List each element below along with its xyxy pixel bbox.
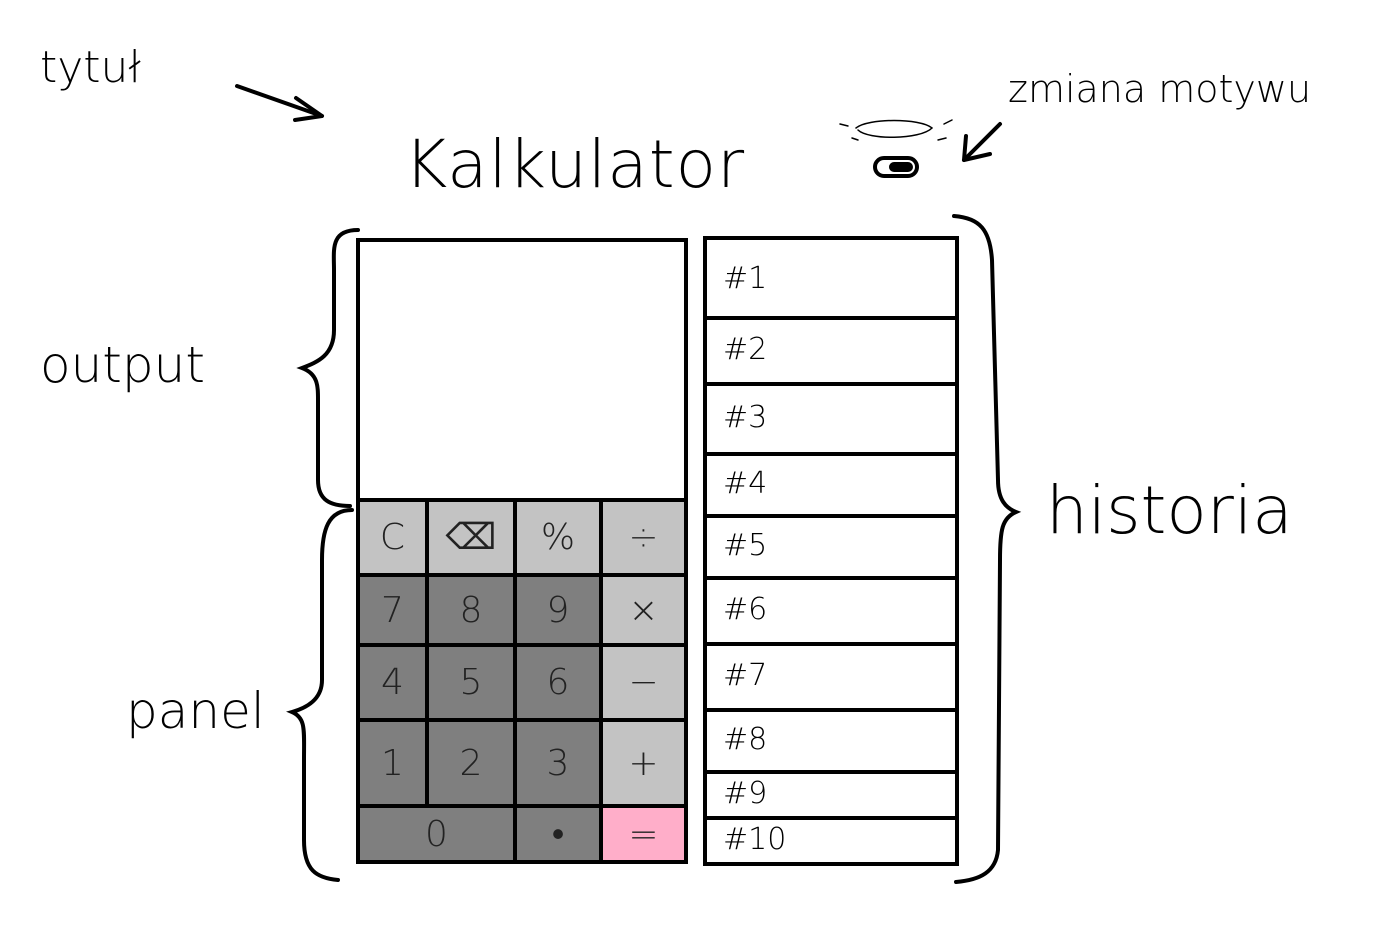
minus-button[interactable]: − <box>603 647 684 718</box>
history-item[interactable]: #2 <box>707 316 955 386</box>
equals-button[interactable]: = <box>603 808 684 860</box>
backspace-button[interactable]: ⌫ <box>429 502 513 573</box>
history-item[interactable]: #8 <box>707 708 955 774</box>
digit-3-button[interactable]: 3 <box>517 722 599 804</box>
theme-arrow-icon <box>962 122 1002 162</box>
history-item[interactable]: #9 <box>707 770 955 820</box>
annotation-output-note: output <box>40 336 205 394</box>
annotation-title-note: tytuł <box>40 42 141 93</box>
digit-2-button[interactable]: 2 <box>429 722 513 804</box>
digit-6-button[interactable]: 6 <box>517 647 599 718</box>
decimal-button[interactable]: • <box>517 808 599 860</box>
digit-9-button[interactable]: 9 <box>517 577 599 643</box>
digit-0-button[interactable]: 0 <box>360 808 513 860</box>
digit-4-button[interactable]: 4 <box>360 647 425 718</box>
panel-brace-icon <box>286 508 354 882</box>
output-brace-icon <box>296 228 360 508</box>
app-title: Kalkulator <box>404 126 746 203</box>
divide-button[interactable]: ÷ <box>603 502 684 573</box>
annotation-theme-note: zmiana motywu <box>1008 67 1312 111</box>
title-arrow-icon <box>235 84 324 122</box>
digit-8-button[interactable]: 8 <box>429 577 513 643</box>
history-item[interactable]: #10 <box>723 821 787 857</box>
annotation-history-note: historia <box>1046 472 1293 549</box>
toggle-switch-icon <box>889 162 913 172</box>
history-item[interactable]: #3 <box>707 382 955 456</box>
output-display <box>356 238 688 502</box>
annotation-panel-note: panel <box>126 682 265 740</box>
digit-7-button[interactable]: 7 <box>360 577 425 643</box>
history-list: #1#2#3#4#5#6#7#8#9#10 <box>703 236 959 866</box>
clear-button[interactable]: C <box>360 502 425 573</box>
percent-button[interactable]: % <box>517 502 599 573</box>
history-item[interactable]: #6 <box>707 576 955 646</box>
history-item[interactable]: #5 <box>707 514 955 580</box>
plus-button[interactable]: + <box>603 722 684 804</box>
swirl-icon <box>839 119 953 141</box>
history-brace-icon <box>952 214 1022 884</box>
history-item[interactable]: #1 <box>707 240 955 320</box>
digit-5-button[interactable]: 5 <box>429 647 513 718</box>
digit-1-button[interactable]: 1 <box>360 722 425 804</box>
history-item[interactable]: #7 <box>707 642 955 712</box>
theme-toggle[interactable] <box>873 156 919 178</box>
history-item[interactable]: #4 <box>707 452 955 518</box>
multiply-button[interactable]: × <box>603 577 684 643</box>
